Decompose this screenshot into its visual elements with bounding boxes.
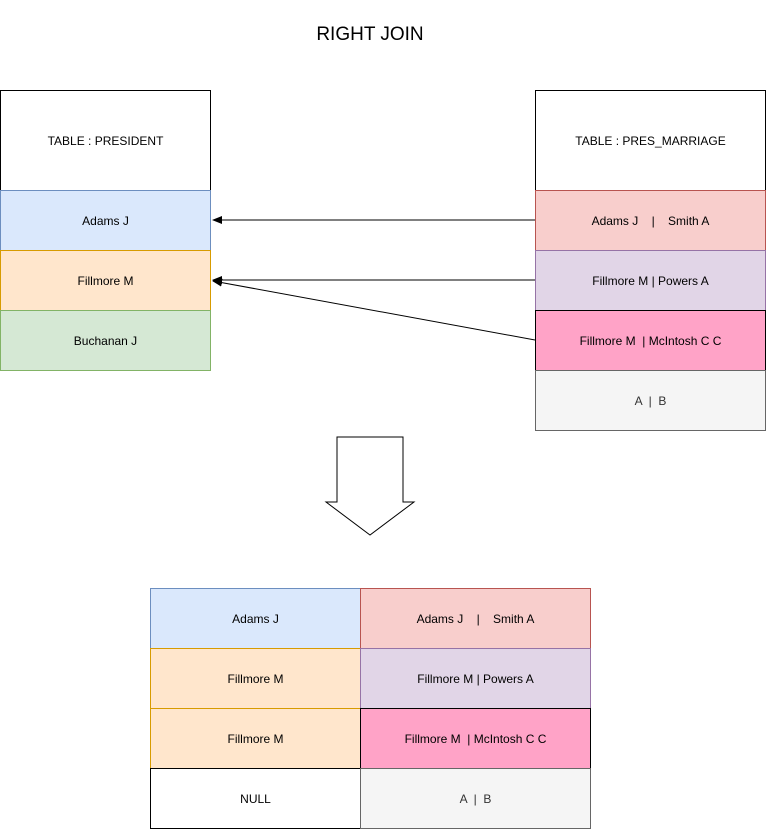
result-left-adams: Adams J	[150, 588, 361, 649]
result-right-adams-smith: Adams J | Smith A	[360, 588, 591, 649]
arrow-fillmore-mcintosh	[212, 278, 536, 341]
pres-marriage-row-fillmore-mcintosh: Fillmore M | McIntosh C C	[535, 310, 766, 371]
pres-marriage-row-fillmore-powers: Fillmore M | Powers A	[535, 250, 766, 311]
result-left-fillmore-2: Fillmore M	[150, 708, 361, 769]
pres-marriage-row-a-b: A | B	[535, 370, 766, 431]
down-arrow-icon	[324, 436, 416, 536]
pres-marriage-row-adams-smith: Adams J | Smith A	[535, 190, 766, 251]
result-right-fillmore-powers: Fillmore M | Powers A	[360, 648, 591, 709]
diagram-title: RIGHT JOIN	[316, 24, 424, 45]
president-header: TABLE : PRESIDENT	[0, 90, 211, 191]
president-row-buchanan: Buchanan J	[0, 310, 211, 371]
result-right-fillmore-mcintosh: Fillmore M | McIntosh C C	[360, 708, 591, 769]
pres-marriage-header: TABLE : PRES_MARRIAGE	[535, 90, 766, 191]
result-left-fillmore-1: Fillmore M	[150, 648, 361, 709]
result-left-null: NULL	[150, 768, 361, 829]
president-row-fillmore: Fillmore M	[0, 250, 211, 311]
